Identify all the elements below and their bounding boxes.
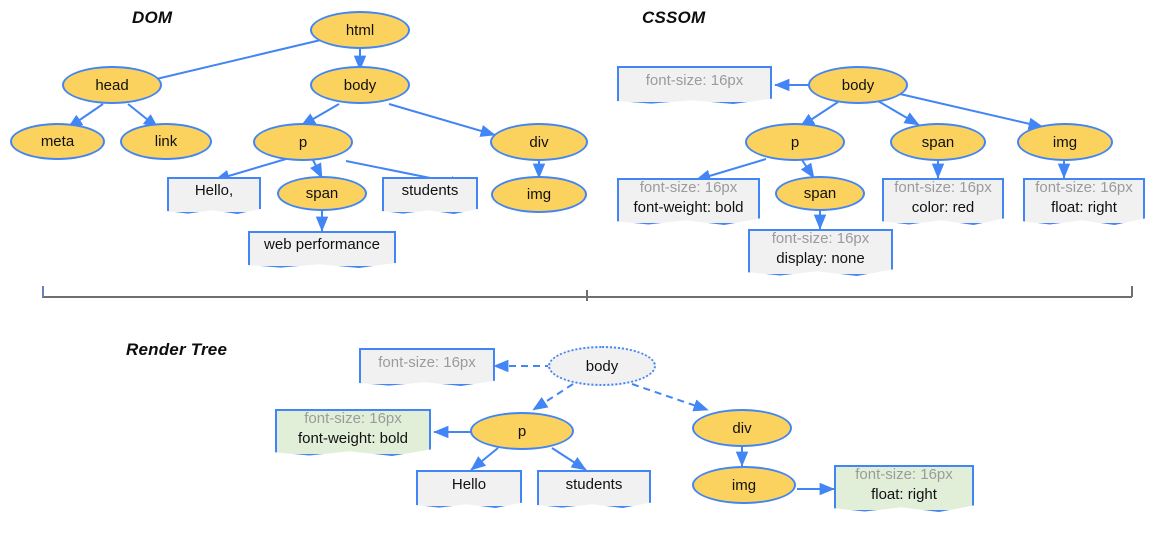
render-style-body: font-size: 16px [359,348,495,386]
cssom-node-body[interactable]: body [808,66,908,104]
render-style-body-line1: font-size: 16px [378,353,476,371]
dom-node-head[interactable]: head [62,66,162,104]
cssom-node-p[interactable]: p [745,123,845,161]
cssom-style-p-line1: font-size: 16px [639,179,738,197]
dom-node-span[interactable]: span [277,176,367,211]
dom-node-meta[interactable]: meta [10,123,105,160]
render-text-hello-label: Hello [451,475,487,493]
render-text-hello: Hello [416,470,522,508]
cssom-node-span[interactable]: span [890,123,986,161]
render-style-img: font-size: 16px float: right [834,465,974,512]
dom-text-web-performance: web performance [248,231,396,268]
dom-node-p[interactable]: p [253,123,353,161]
divider-tick-center [586,290,588,301]
dom-node-html[interactable]: html [310,11,410,49]
cssom-style-span-under-p-line1: font-size: 16px [771,230,870,248]
dom-text-web-performance-label: web performance [264,236,380,254]
render-style-p: font-size: 16px font-weight: bold [275,409,431,456]
section-title-render-tree: Render Tree [126,340,228,359]
render-node-p[interactable]: p [470,412,574,450]
cssom-style-img-line1: font-size: 16px [1035,179,1133,197]
dom-text-students-label: students [401,182,459,200]
dom-text-hello-label: Hello, [194,182,234,200]
render-style-img-line1: font-size: 16px [855,466,953,484]
render-node-div[interactable]: div [692,409,792,447]
dom-node-img[interactable]: img [491,176,587,213]
render-node-img[interactable]: img [692,466,796,504]
section-title-cssom: CSSOM [642,8,706,27]
cssom-style-span-under-p-line2: display: none [776,250,865,267]
dom-node-link[interactable]: link [120,123,212,160]
cssom-style-p-line2: font-weight: bold [633,199,744,216]
render-style-p-line2: font-weight: bold [297,430,409,447]
render-text-students: students [537,470,651,508]
dom-node-div[interactable]: div [490,123,588,161]
cssom-style-img-line2: float: right [1051,199,1117,216]
cssom-node-img[interactable]: img [1017,123,1113,161]
cssom-style-p: font-size: 16px font-weight: bold [617,178,760,225]
dom-text-hello: Hello, [167,177,261,214]
cssom-style-body-line1: font-size: 16px [645,71,744,89]
divider-tick-left [42,286,44,297]
cssom-style-body: font-size: 16px [617,66,772,104]
cssom-node-span-under-p[interactable]: span [775,176,865,211]
divider-tick-right [1131,286,1133,297]
cssom-style-img: font-size: 16px float: right [1023,178,1145,225]
dom-node-body[interactable]: body [310,66,410,104]
render-style-img-line2: float: right [871,486,937,503]
cssom-style-span-under-p: font-size: 16px display: none [748,229,893,276]
render-style-p-line1: font-size: 16px [304,410,402,428]
render-node-body[interactable]: body [548,346,656,386]
cssom-style-span-line1: font-size: 16px [894,179,992,197]
dom-text-students: students [382,177,478,214]
section-title-dom: DOM [132,8,173,27]
cssom-style-span: font-size: 16px color: red [882,178,1004,225]
cssom-style-span-line2: color: red [911,199,975,216]
render-text-students-label: students [565,475,623,493]
